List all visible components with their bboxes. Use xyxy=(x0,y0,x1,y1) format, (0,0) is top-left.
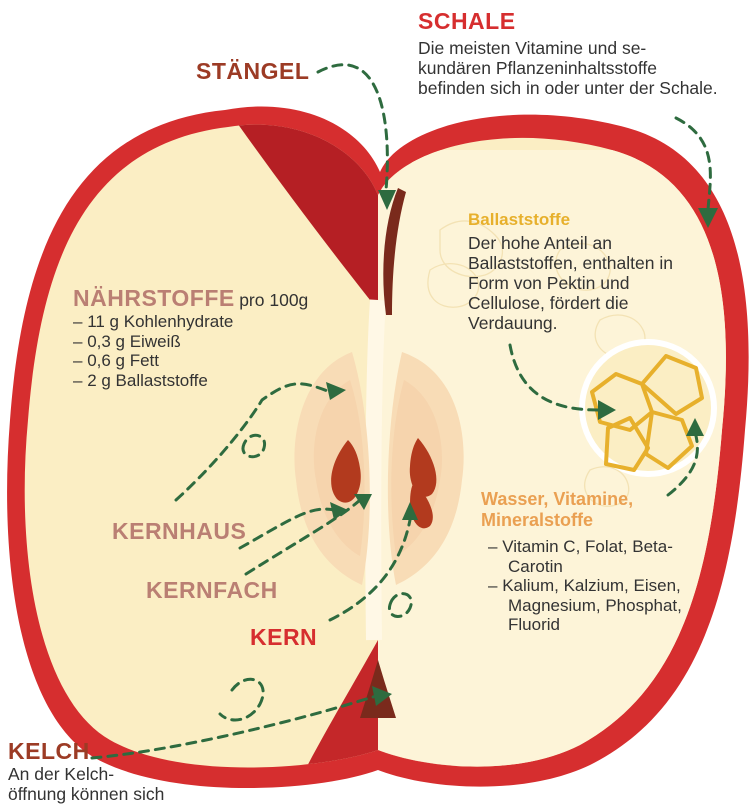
schale-title: SCHALE xyxy=(418,8,516,35)
naehrstoffe-item: 0,6 g Fett xyxy=(73,351,233,371)
wasser-title: Wasser, Vitamine, Mineralstoffe xyxy=(481,489,633,531)
wasser-list: Vitamin C, Folat, Beta-Carotin Kalium, K… xyxy=(488,537,688,635)
naehrstoffe-heading: NÄHRSTOFFE pro 100g xyxy=(73,285,308,312)
kern-title: KERN xyxy=(250,624,317,651)
naehrstoffe-item: 11 g Kohlenhydrate xyxy=(73,312,233,332)
ballaststoffe-title: Ballaststoffe xyxy=(468,210,570,230)
kelch-description-line2: öffnung können sich xyxy=(8,784,164,804)
wasser-title-line2: Mineralstoffe xyxy=(481,510,633,531)
naehrstoffe-suffix: pro 100g xyxy=(239,290,308,310)
kelch-description-line1: An der Kelch- xyxy=(8,764,164,784)
kelch-title: KELCH xyxy=(8,738,90,765)
ballaststoffe-description: Der hohe Anteil an Ballaststoffen, entha… xyxy=(468,233,708,333)
naehrstoffe-item: 2 g Ballaststoffe xyxy=(73,371,233,391)
naehrstoffe-item: 0,3 g Eiweiß xyxy=(73,332,233,352)
wasser-item: Vitamin C, Folat, Beta-Carotin xyxy=(488,537,688,576)
wasser-title-line1: Wasser, Vitamine, xyxy=(481,489,633,510)
naehrstoffe-title: NÄHRSTOFFE xyxy=(73,285,235,311)
staengel-title: STÄNGEL xyxy=(196,58,309,85)
wasser-item: Kalium, Kalzium, Eisen, Magnesium, Phosp… xyxy=(488,576,688,635)
schale-description: Die meisten Vitamine und se-kundären Pfl… xyxy=(418,38,718,98)
kernfach-title: KERNFACH xyxy=(146,577,278,604)
naehrstoffe-list: 11 g Kohlenhydrate 0,3 g Eiweiß 0,6 g Fe… xyxy=(73,312,233,390)
kernhaus-title: KERNHAUS xyxy=(112,518,246,545)
kelch-description: An der Kelch- öffnung können sich xyxy=(8,764,164,804)
